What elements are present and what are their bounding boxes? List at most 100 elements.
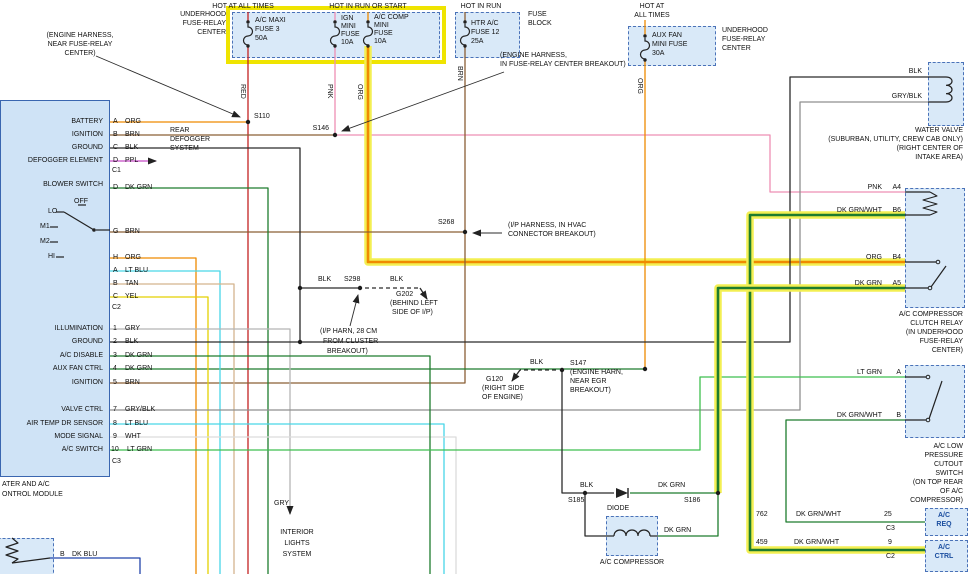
term-c1: C [113, 144, 119, 151]
rear-defogger-3: SYSTEM [170, 145, 199, 152]
module-aux-fan-ctrl: AUX FAN CTRL [52, 365, 103, 372]
module-battery: BATTERY [71, 118, 103, 125]
term-1: 1 [113, 325, 117, 332]
pswitch-name-1: A/C LOW [933, 443, 963, 450]
wire-dkgrnwht-762-ac-req [785, 419, 925, 523]
wire-org-h [110, 257, 197, 574]
htr-ac-fuse-1: HTR A/C [471, 20, 499, 27]
water-valve-name-3: (RIGHT CENTER OF [896, 145, 963, 152]
relay-name-4: FUSE-RELAY [919, 338, 963, 345]
circuit-459-color: DK GRN/WHT [794, 539, 840, 546]
wire-color-org: ORG [356, 84, 363, 100]
ac-comp-fuse-1: A/C COMP [374, 14, 409, 21]
wire-ltblu-a [110, 270, 221, 574]
term-a2-color: LT BLU [125, 267, 149, 274]
wire-color-red: RED [239, 84, 246, 99]
diode-dkgrn: DK GRN [658, 482, 686, 489]
pswitch-dkgrnwht: DK GRN/WHT [836, 412, 882, 419]
ground-g202-3: SIDE OF I/P) [392, 309, 433, 316]
callout-arrow-s146 [341, 71, 505, 132]
wire-brn-to-module-5 [110, 232, 466, 384]
splice-s146: S146 [312, 125, 329, 132]
wire-blk-ground-main [110, 76, 928, 343]
term-d2-color: DK GRN [125, 184, 153, 191]
htr-ac-fuse-2: FUSE 12 [471, 29, 500, 36]
splice-s147: S147 [570, 360, 587, 367]
ground-g202-1: G202 [396, 291, 414, 298]
wire-ltgrn-ac-switch [110, 376, 905, 451]
term-10-color: LT GRN [127, 446, 153, 453]
ground-g202-2: (BEHIND LEFT [390, 300, 438, 307]
blower-m1: M1 [40, 223, 50, 230]
circuit-762-conn: C3 [886, 525, 895, 532]
compressor-dkgrn: DK GRN [664, 527, 692, 534]
callout-arrow-s110 [95, 55, 241, 118]
relay-dkgrn: DK GRN [854, 280, 882, 287]
diode-icon [616, 488, 628, 498]
term-4: 4 [113, 365, 117, 372]
term-7-color: GRY/BLK [125, 406, 156, 413]
module-ignition: IGNITION [71, 131, 103, 138]
hot-at-all-times-left: HOT AT ALL TIMES [212, 3, 274, 10]
switch-contact [925, 417, 931, 423]
ac-maxi-fuse-2: FUSE 3 [255, 26, 280, 33]
blower-m2: M2 [40, 238, 50, 245]
term-3-color: DK GRN [125, 352, 153, 359]
term-2: 2 [113, 338, 117, 345]
blower-lo: LO [48, 208, 58, 215]
ac-ctrl-2: CTRL [934, 553, 954, 560]
relay-switch-arm [930, 265, 947, 288]
pswitch-name-3: CUTOUT [933, 461, 963, 468]
module-mode-signal: MODE SIGNAL [54, 433, 103, 440]
term-d1-color: PPL [125, 157, 139, 164]
fuse-icon [639, 38, 651, 60]
clutch-coil-icon [613, 529, 651, 537]
wire-color-brn: BRN [456, 66, 463, 81]
fuse-terminal-dot [463, 20, 467, 24]
circuit-762: 762 [756, 511, 768, 518]
s147-callout-2: NEAR EGR [570, 378, 607, 385]
aux-fan-fuse-3: 30A [652, 50, 665, 57]
ip-harness-callout-1: (I/P HARNESS, IN HVAC [508, 222, 587, 229]
circuit-459-pin: 9 [888, 539, 892, 546]
module-name-2: ONTROL MODULE [2, 491, 63, 498]
diode-blk: BLK [580, 482, 594, 489]
fuse-block-2: BLOCK [528, 20, 552, 27]
term-g: G [113, 228, 119, 235]
switch-contact [925, 374, 931, 380]
module-defogger: DEFOGGER ELEMENT [27, 157, 103, 164]
water-valve-name-4: INTAKE AREA) [915, 154, 963, 161]
module-ground: GROUND [71, 144, 103, 151]
pswitch-name-4: SWITCH [935, 470, 963, 477]
fuse-terminal-dot [643, 34, 647, 38]
relay-name-2: CLUTCH RELAY [910, 320, 963, 327]
term-c2: C [113, 293, 119, 300]
engine-harness-breakout-1: (ENGINE HARNESS, [500, 52, 567, 59]
ac-comp-fuse-4: 10A [374, 38, 387, 45]
engine-harness-callout-3: CENTER) [64, 50, 96, 57]
term-h: H [113, 254, 119, 261]
wire-dkblu-resistor [50, 557, 141, 574]
relay-a5: A5 [892, 280, 901, 287]
circuit-762-color: DK GRN/WHT [796, 511, 842, 518]
underhood-right-3: CENTER [722, 45, 751, 52]
fuse-icon [329, 24, 341, 46]
ac-comp-fuse-2: MINI [374, 22, 389, 29]
conn-c1: C1 [112, 167, 121, 174]
fuse-icon [459, 24, 471, 46]
blower-switch-wiper [63, 211, 95, 231]
resistor-dkblu: DK BLU [72, 551, 98, 558]
engine-harness-breakout-2: IN FUSE-RELAY CENTER BREAKOUT) [500, 61, 626, 68]
ip-harn-callout-1: (I/P HARN, 28 CM [320, 328, 378, 335]
pswitch-name-7: COMPRESSOR) [910, 497, 963, 504]
ac-req-1: A/C [937, 512, 951, 519]
fuse-terminal-dot [333, 20, 337, 24]
relay-pnk: PNK [867, 184, 882, 191]
hot-in-run-or-start: HOT IN RUN OR START [329, 3, 407, 10]
pswitch-b: B [896, 412, 901, 419]
relay-contact [927, 285, 933, 291]
term-9-color: WHT [125, 433, 141, 440]
term-c1-color: BLK [125, 144, 139, 151]
splice-s298: S298 [344, 276, 361, 283]
